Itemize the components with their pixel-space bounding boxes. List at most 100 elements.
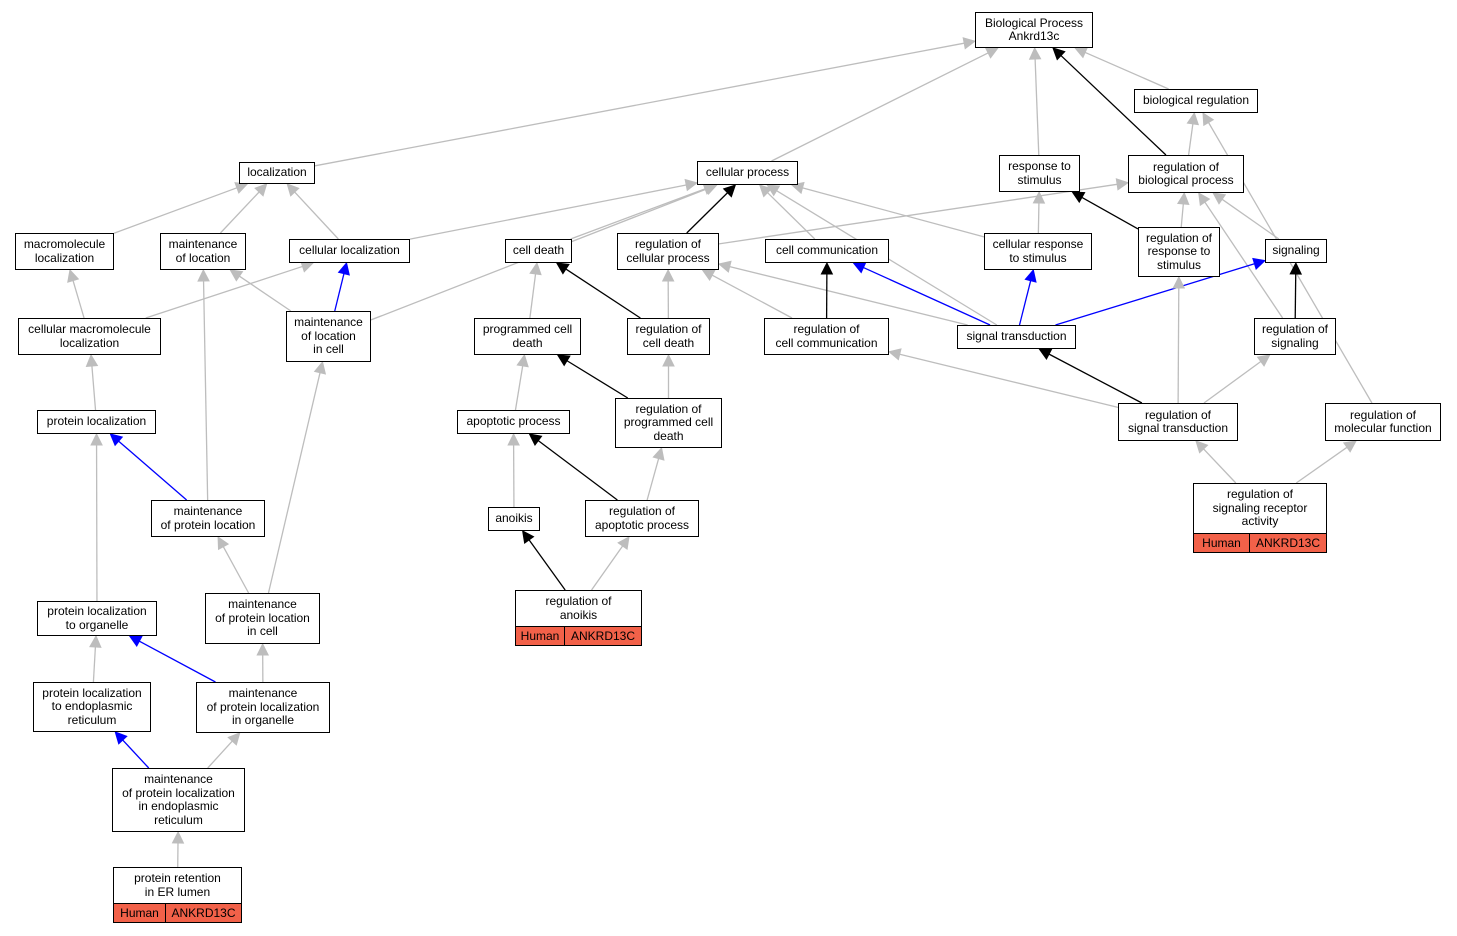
arrowhead-mainprot-to-mainloc	[197, 268, 210, 282]
go-node-cellular-process[interactable]: cellular process	[697, 161, 798, 185]
gene-annotation-anoikis: Human ANKRD13C	[515, 626, 642, 646]
edge-mainprotER-to-mainprotorg	[207, 740, 233, 769]
go-node-regulation-of-cell-death[interactable]: regulation of cell death	[627, 318, 710, 355]
edge-mainprot-to-protloc	[118, 440, 188, 501]
go-node-regulation-of-signaling-receptor-activity[interactable]: regulation of signaling receptor activit…	[1193, 483, 1327, 534]
edge-sigtrans-to-signaling	[1055, 263, 1255, 326]
edge-regsig-to-regbio	[1204, 201, 1284, 319]
edge-regcell-to-regbio	[718, 183, 1118, 245]
edge-sigtrans-to-cellresp	[1018, 280, 1032, 326]
edge-cellmacro-to-cellloc	[145, 265, 303, 319]
go-node-maintenance-of-protein-localization-in-organelle[interactable]: maintenance of protein localization in o…	[196, 682, 330, 733]
edge-regsrec-to-regmol	[1295, 446, 1348, 484]
arrowhead-regmol-to-bioreg	[1202, 112, 1215, 127]
arrowhead-regapop-to-apop	[528, 433, 543, 446]
go-node-signal-transduction[interactable]: signal transduction	[957, 325, 1076, 349]
edge-regsig-to-signaling	[1294, 273, 1297, 319]
arrowhead-mainprotER-to-proter	[114, 731, 128, 745]
edge-localization-to-root	[314, 42, 965, 167]
go-node-response-to-stimulus[interactable]: response to stimulus	[999, 155, 1080, 192]
edge-regcd-to-celldeath	[565, 268, 641, 319]
go-node-macromolecule-localization[interactable]: macromolecule localization	[15, 233, 114, 270]
arrowhead-regcomm-to-regcell	[701, 269, 716, 281]
go-node-programmed-cell-death[interactable]: programmed cell death	[474, 318, 581, 355]
arrowhead-signaling-to-regbio	[1212, 192, 1227, 205]
go-node-protein-localization-to-organelle[interactable]: protein localization to organelle	[37, 601, 157, 636]
go-node-signaling[interactable]: signaling	[1265, 239, 1327, 263]
go-node-regulation-of-anoikis[interactable]: regulation of anoikis	[515, 590, 642, 627]
edge-resp-to-root	[1034, 58, 1040, 156]
arrowhead-regano-to-regapop	[617, 536, 630, 551]
go-node-regulation-of-signaling[interactable]: regulation of signaling	[1254, 318, 1336, 355]
go-node-regulation-of-biological-process[interactable]: regulation of biological process	[1128, 155, 1244, 193]
arrowhead-cellresp-to-resp	[1032, 190, 1046, 204]
arrowhead-sigtrans-to-cellproc	[766, 184, 781, 197]
arrowhead-regcell-to-regbio	[1115, 178, 1130, 191]
arrowhead-protloc-to-cellmacro	[85, 353, 99, 367]
go-node-biological-regulation[interactable]: biological regulation	[1134, 89, 1258, 113]
edge-cellmacro-to-macroloc	[72, 280, 85, 319]
go-node-maintenance-of-protein-location-in-cell[interactable]: maintenance of protein location in cell	[205, 593, 320, 644]
edge-mainlocincell-to-mainloc	[239, 275, 292, 312]
go-node-regulation-of-apoptotic-process[interactable]: regulation of apoptotic process	[585, 500, 699, 537]
arrowhead-cellloc-to-localization	[286, 183, 300, 197]
go-node-protein-retention-in-er-lumen[interactable]: protein retention in ER lumen	[113, 867, 242, 904]
gene-cell: ANKRD13C	[1250, 533, 1327, 553]
go-node-regulation-of-signal-transduction[interactable]: regulation of signal transduction	[1118, 403, 1238, 441]
arrowhead-protorg-to-protloc	[90, 432, 103, 446]
edge-cellloc-to-cellproc	[409, 184, 687, 240]
go-node-root[interactable]: Biological Process Ankrd13c	[975, 12, 1093, 48]
go-node-regulation-of-molecular-function[interactable]: regulation of molecular function	[1325, 403, 1441, 441]
go-node-protein-localization[interactable]: protein localization	[37, 410, 156, 434]
go-node-apoptotic-process[interactable]: apoptotic process	[457, 410, 570, 434]
edge-mainprotER-to-proter	[122, 739, 150, 769]
edge-protloc-to-cellmacro	[91, 365, 97, 411]
edge-mainlocincell-to-cellloc	[334, 273, 345, 312]
go-node-cell-communication[interactable]: cell communication	[765, 239, 889, 263]
edge-regresp-to-resp	[1081, 196, 1139, 230]
arrowhead-regcd-to-celldeath	[555, 262, 570, 275]
go-node-cellular-response-to-stimulus[interactable]: cellular response to stimulus	[984, 233, 1092, 270]
arrowhead-mainlocincell-to-cellloc	[337, 261, 350, 276]
gene-annotation-signaling-receptor: Human ANKRD13C	[1193, 533, 1327, 553]
arrowhead-mainloc-to-localization	[254, 183, 268, 197]
go-node-maintenance-of-protein-location[interactable]: maintenance of protein location	[151, 500, 265, 537]
go-node-maintenance-of-location[interactable]: maintenance of location	[160, 233, 246, 270]
arrowhead-mainprotER-to-mainprotorg	[227, 732, 241, 746]
arrowhead-cellmacro-to-macroloc	[67, 268, 80, 283]
go-node-regulation-of-programmed-cell-death[interactable]: regulation of programmed cell death	[615, 398, 722, 448]
go-node-maintenance-of-location-in-cell[interactable]: maintenance of location in cell	[286, 311, 371, 362]
edge-cellresp-to-cellproc	[802, 187, 985, 238]
go-node-cell-death[interactable]: cell death	[505, 239, 572, 263]
go-node-regulation-of-cell-communication[interactable]: regulation of cell communication	[764, 318, 889, 355]
edge-regsigtrans-to-regresp	[1177, 287, 1180, 404]
edge-signaling-to-regbio	[1221, 198, 1280, 240]
edge-mainloc-to-localization	[219, 191, 260, 234]
edge-regsrec-to-regsigtrans	[1203, 448, 1237, 484]
arrowhead-regsigtrans-to-sigtrans	[1038, 348, 1053, 360]
arrowhead-regpcd-to-regcd	[662, 353, 675, 367]
go-node-anoikis[interactable]: anoikis	[488, 507, 540, 531]
arrowhead-sigtrans-to-signaling	[1252, 257, 1267, 270]
arrowhead-bioreg-to-root	[1074, 46, 1089, 59]
go-node-regulation-of-cellular-process[interactable]: regulation of cellular process	[617, 233, 719, 270]
edge-regbio-to-root	[1060, 55, 1167, 156]
arrowhead-regcd-to-regcell	[661, 268, 675, 282]
go-node-regulation-of-response-to-stimulus[interactable]: regulation of response to stimulus	[1138, 227, 1220, 277]
arrowhead-mainprotcell-to-mainlocincell	[313, 360, 327, 375]
go-node-cellular-macromolecule-localization[interactable]: cellular macromolecule localization	[18, 318, 161, 355]
arrowhead-regbio-to-bioreg	[1186, 111, 1200, 126]
arrowhead-regsigtrans-to-regsig	[1256, 354, 1271, 367]
go-node-cellular-localization[interactable]: cellular localization	[289, 239, 410, 263]
edge-mainprotcell-to-mainlocincell	[267, 372, 321, 594]
edge-macroloc-to-localization	[113, 187, 238, 234]
go-node-protein-localization-to-er[interactable]: protein localization to endoplasmic reti…	[33, 682, 151, 732]
arrowhead-regcomm-to-cellcomm	[820, 261, 834, 275]
edge-regsigtrans-to-regcomm	[899, 353, 1119, 409]
edge-mainprotcell-to-mainprot	[222, 546, 250, 594]
arrowhead-mainprot-to-protloc	[109, 433, 124, 447]
arrowhead-regsigtrans-to-regcomm	[887, 348, 902, 361]
go-node-localization[interactable]: localization	[239, 162, 315, 184]
go-node-maintenance-of-protein-localization-in-er[interactable]: maintenance of protein localization in e…	[112, 768, 245, 832]
arrowhead-localization-to-root	[962, 37, 977, 50]
